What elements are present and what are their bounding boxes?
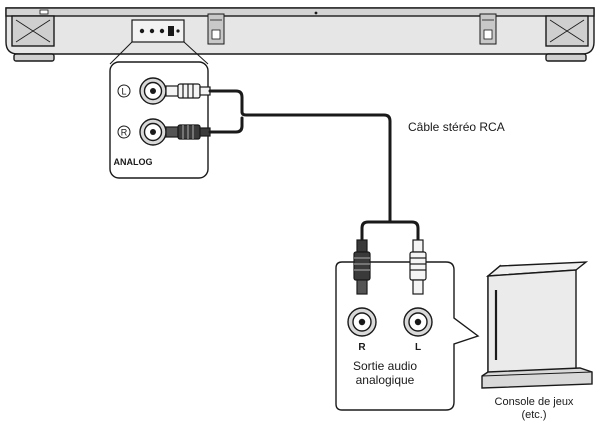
analog-jack-right[interactable] (139, 118, 167, 146)
callout-line-right (183, 41, 209, 65)
source-plug-white (409, 239, 427, 295)
jack-left-marker: L (117, 84, 131, 98)
rca-stereo-cable (208, 89, 420, 242)
source-output-panel: R L (335, 239, 480, 411)
jack-right-letter: R (121, 128, 128, 138)
game-console (481, 261, 593, 389)
source-jack-left-letter: L (415, 342, 421, 353)
jack-right-marker: R (117, 125, 131, 139)
cable-wire-black (208, 116, 244, 134)
cable-main-run (240, 110, 392, 218)
cable-wire-white (208, 89, 244, 114)
source-jack-right[interactable] (347, 307, 377, 337)
analog-panel-label: ANALOG (114, 157, 153, 167)
output-label-line-1: Sortie audio (352, 359, 418, 373)
callout-line-left (109, 41, 133, 65)
source-plug-black (353, 239, 371, 295)
soundbar (5, 7, 595, 62)
console-label-line-1: Console de jeux (494, 396, 574, 408)
wall-mount-right (479, 13, 497, 45)
soundbar-analog-panel: L R ANALOG (109, 61, 209, 179)
cable-label: Câble stéréo RCA (408, 120, 505, 134)
source-jack-left[interactable] (403, 307, 433, 337)
soundbar-top-strip (5, 7, 595, 17)
soundbar-plug-white (165, 83, 211, 99)
analog-jack-left[interactable] (139, 77, 167, 105)
console-label-line-2: (etc.) (521, 408, 547, 421)
soundbar-foot-left (13, 53, 55, 62)
output-label: Sortie audio analogique (345, 359, 425, 388)
wall-mount-left (207, 13, 225, 45)
console-front (487, 269, 577, 379)
soundbar-foot-right (545, 53, 587, 62)
cable-split-bar (360, 220, 420, 242)
soundbar-right-end (545, 15, 589, 47)
source-jack-right-letter: R (358, 342, 366, 353)
jack-left-letter: L (121, 87, 126, 97)
soundbar-rear-terminal (131, 19, 185, 43)
console-stand (481, 367, 593, 389)
console-label: Console de jeux (etc.) (479, 396, 589, 421)
output-label-line-2: analogique (355, 372, 415, 387)
